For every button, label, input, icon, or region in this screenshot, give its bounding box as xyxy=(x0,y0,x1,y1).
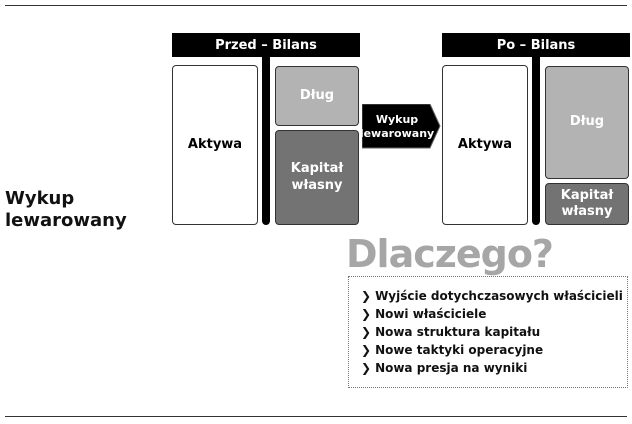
after-header: Po – Bilans xyxy=(442,33,630,57)
item-text: Nowa presja na wyniki xyxy=(375,361,528,375)
item-text: Wyjście dotychczasowych właścicieli xyxy=(375,289,623,303)
after-equity: Kapitał własny xyxy=(545,183,629,225)
before-divider xyxy=(262,57,270,225)
after-divider xyxy=(532,57,540,225)
before-assets: Aktywa xyxy=(172,65,258,225)
why-list: ❯Wyjście dotychczasowych właścicieli ❯No… xyxy=(348,276,628,388)
chevron-right-icon: ❯ xyxy=(361,289,372,303)
before-equity: Kapitał własny xyxy=(275,130,359,225)
arrow-shape xyxy=(362,104,441,149)
why-title: Dlaczego? xyxy=(346,232,554,276)
side-title: Wykup lewarowany xyxy=(5,188,127,231)
chevron-right-icon: ❯ xyxy=(361,325,372,339)
list-item: ❯Wyjście dotychczasowych właścicieli xyxy=(361,287,627,305)
top-rule xyxy=(5,5,627,6)
list-item: ❯Nowe taktyki operacyjne xyxy=(361,341,627,359)
chevron-right-icon: ❯ xyxy=(361,307,372,321)
before-header: Przed – Bilans xyxy=(172,33,360,57)
item-text: Nowe taktyki operacyjne xyxy=(375,343,544,357)
after-assets: Aktywa xyxy=(442,65,528,225)
list-item: ❯Nowa presja na wyniki xyxy=(361,359,627,377)
after-debt: Dług xyxy=(545,66,629,179)
list-item: ❯Nowa struktura kapitału xyxy=(361,323,627,341)
bottom-rule xyxy=(5,416,627,417)
chevron-right-icon: ❯ xyxy=(361,361,372,375)
arrow-label: Wykup lewarowany xyxy=(359,113,435,140)
item-text: Nowi właściciele xyxy=(375,307,487,321)
list-item: ❯Nowi właściciele xyxy=(361,305,627,323)
item-text: Nowa struktura kapitału xyxy=(375,325,541,339)
before-debt: Dług xyxy=(275,66,359,126)
chevron-right-icon: ❯ xyxy=(361,343,372,357)
